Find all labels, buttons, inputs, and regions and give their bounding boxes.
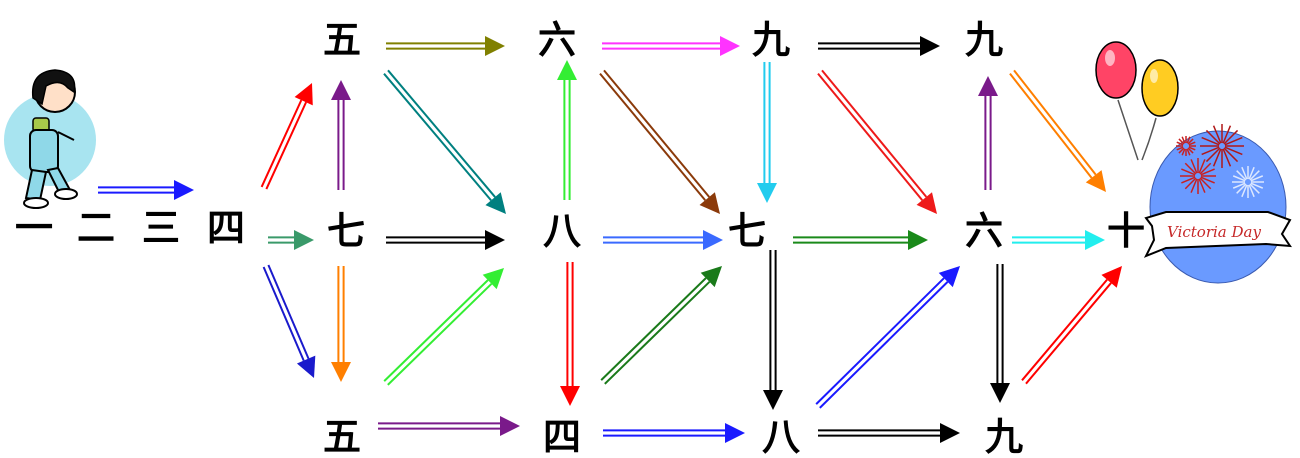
node-n2: 七 (327, 209, 365, 253)
edge-n6-to-n8 (600, 266, 722, 385)
edges-layer (98, 36, 1122, 443)
edge-n7-to-n11 (817, 69, 937, 214)
edge-n5-to-n4 (557, 60, 577, 200)
girl-walking-icon (4, 69, 96, 209)
edge-n3-to-n6 (378, 416, 520, 436)
edge-seq-to-n3 (262, 264, 316, 378)
edge-n4-to-n8 (599, 69, 720, 214)
edge-n5-to-n8 (603, 230, 723, 250)
node-n1: 五 (323, 18, 361, 62)
edge-start-to-seq (98, 180, 194, 200)
balloons-icon (1095, 41, 1179, 161)
edge-n11-to-n10 (978, 76, 998, 190)
edge-n1-to-n4 (386, 36, 505, 56)
node-n5: 八 (543, 209, 582, 253)
edge-n9-to-n12 (818, 423, 960, 443)
edge-n3-to-n5 (383, 268, 504, 386)
node-n12: 九 (985, 415, 1023, 458)
seq-digit-1: 一 (15, 206, 53, 250)
banner-text: Victoria Day (1167, 223, 1261, 241)
node-n9: 八 (762, 415, 801, 458)
edge-n4-to-n7 (602, 36, 740, 56)
node-n6: 四 (543, 415, 581, 458)
seq-digit-2: 二 (77, 206, 115, 250)
edge-n7-to-n8 (757, 62, 777, 203)
fireworks-icon: Victoria Day (1143, 124, 1292, 284)
seq-digit-3: 三 (142, 206, 180, 250)
edge-n2-to-n5 (386, 230, 505, 250)
edge-n6-to-n9 (603, 423, 745, 443)
node-n10: 九 (965, 18, 1003, 62)
edge-n12-to-n13 (1021, 266, 1122, 385)
edge-n7-to-n10 (818, 36, 940, 56)
edge-n10-to-n13 (1009, 69, 1106, 192)
start-sequence: 一 二 三 四 (15, 206, 245, 250)
edge-n9-to-n11 (815, 266, 960, 409)
edge-n11-to-n12 (990, 264, 1010, 403)
edge-n8-to-n9 (763, 250, 783, 410)
seq-digit-4: 四 (207, 206, 245, 250)
edge-n2-to-n1 (331, 80, 351, 190)
edge-n5-to-n6 (560, 262, 580, 406)
node-n11: 六 (965, 209, 1003, 253)
node-n13: 十 (1107, 209, 1145, 253)
edge-seq-to-n2 (268, 230, 314, 250)
node-n8: 七 (728, 209, 766, 253)
edge-n11-to-n13 (1012, 230, 1105, 250)
edge-n1-to-n5 (383, 69, 506, 214)
edge-n2-to-n3 (331, 266, 351, 382)
edge-seq-to-n1 (260, 83, 313, 190)
node-n7: 九 (752, 18, 790, 62)
node-n4: 六 (538, 18, 576, 62)
nodes-layer: 五 七 五 六 八 四 九 七 八 九 六 九 十 (323, 18, 1145, 458)
victoria-day-banner: Victoria Day (1143, 211, 1292, 258)
edge-n8-to-n11 (793, 230, 928, 250)
node-n3: 五 (323, 415, 361, 458)
